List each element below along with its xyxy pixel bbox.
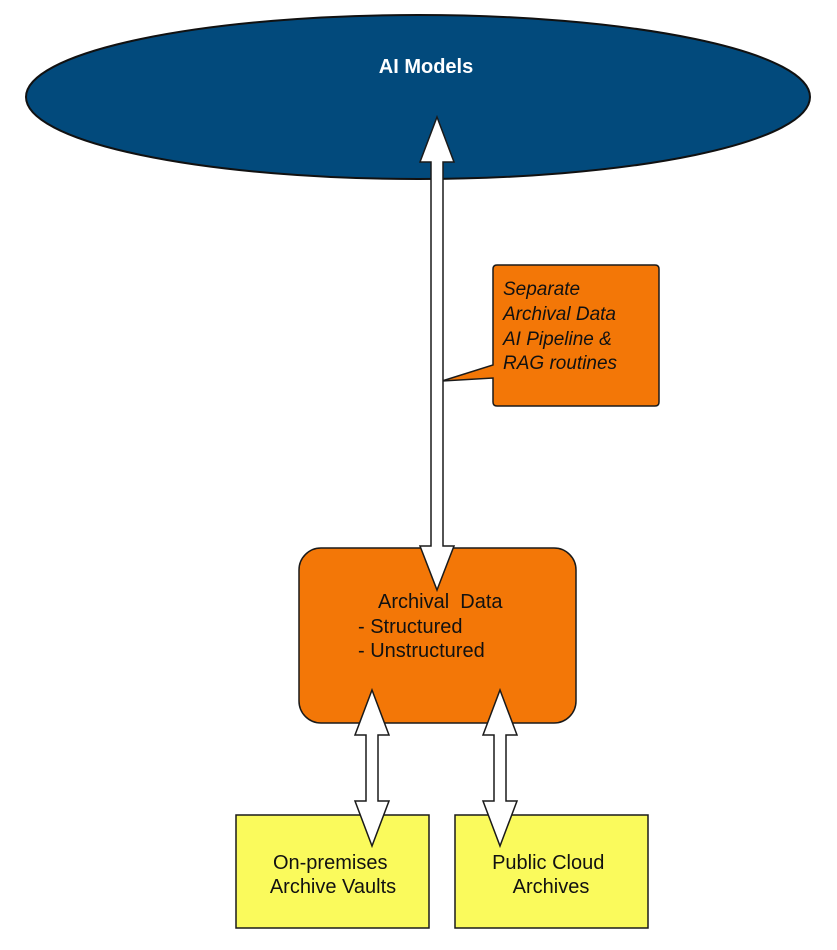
on-premises-node: On-premises Archive Vaults: [235, 814, 430, 929]
archival-data-text: Archival Data - Structured - Unstructure…: [0, 0, 553, 662]
on-premises-line: On-premises: [273, 852, 387, 874]
archival-cloud-double-arrow: [481, 687, 519, 849]
callout-line: Separate: [503, 279, 580, 300]
ai-models-label: AI Models: [379, 56, 473, 78]
callout-line: RAG routines: [503, 353, 618, 374]
on-premises-line: Archive Vaults: [270, 876, 396, 898]
callout-line: AI Pipeline &: [502, 329, 612, 350]
on-premises-box: [235, 814, 430, 929]
archival-data-title: Archival Data: [378, 591, 503, 613]
archival-data-item: - Unstructured: [358, 640, 485, 662]
callout-line: Archival Data: [502, 304, 616, 325]
archival-data-node: Archival Data - Structured - Unstructure…: [0, 0, 577, 724]
on-premises-text: On-premises Archive Vaults: [270, 852, 396, 898]
archival-onprem-double-arrow: [353, 687, 391, 849]
public-cloud-line: Archives: [513, 876, 590, 898]
callout-bubble: Separate Archival Data AI Pipeline & RAG…: [441, 264, 660, 407]
callout-shape: [441, 264, 660, 407]
public-cloud-node: Public Cloud Archives: [454, 814, 649, 929]
ai-models-archival-double-arrow: [418, 114, 456, 593]
public-cloud-line: Public Cloud: [492, 852, 604, 874]
callout-text: Separate Archival Data AI Pipeline & RAG…: [502, 279, 621, 374]
public-cloud-box: [454, 814, 649, 929]
ai-models-ellipse: [25, 14, 811, 180]
public-cloud-text: Public Cloud Archives: [492, 852, 610, 898]
ai-models-node: AI Models: [25, 14, 811, 180]
archival-data-item: - Structured: [358, 616, 462, 638]
